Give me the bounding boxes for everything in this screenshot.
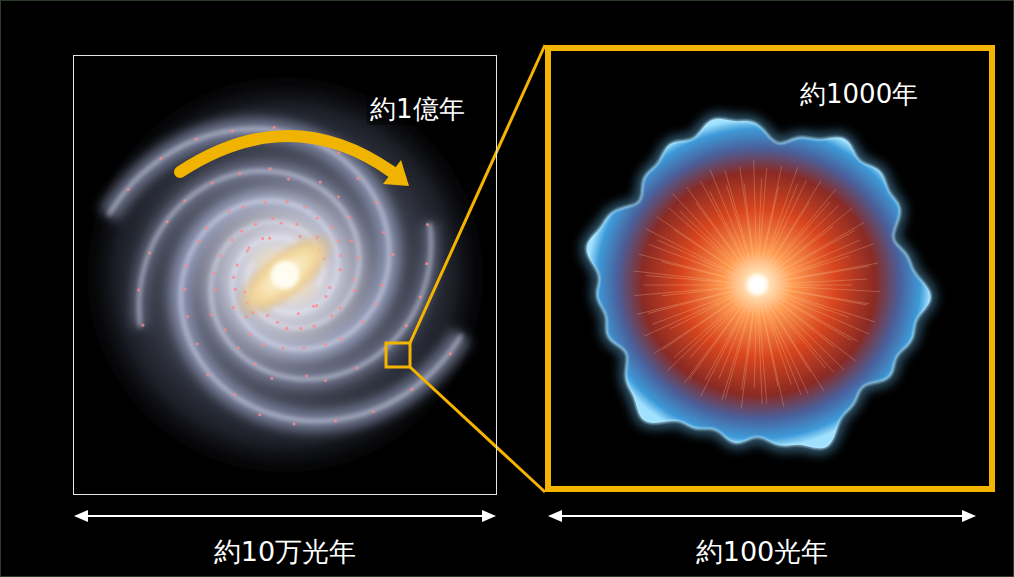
galaxy-panel: 約1億年 xyxy=(73,55,497,495)
zoom-panel: 約1000年 xyxy=(545,45,995,492)
zoom-line xyxy=(410,367,545,492)
duration-label: 約1000年 xyxy=(797,79,921,110)
dimension-arrow xyxy=(74,510,496,522)
rotation-arrow xyxy=(180,136,409,186)
zoom-line xyxy=(410,45,545,343)
dimension-label: 約100光年 xyxy=(548,536,976,568)
supernova-remnant-image xyxy=(587,119,931,449)
dimension-label: 約10万光年 xyxy=(73,536,497,568)
duration-label: 約1億年 xyxy=(367,94,468,125)
dimension-arrow xyxy=(548,510,976,522)
galaxy-image xyxy=(73,63,497,487)
zoom-marker xyxy=(386,343,410,367)
